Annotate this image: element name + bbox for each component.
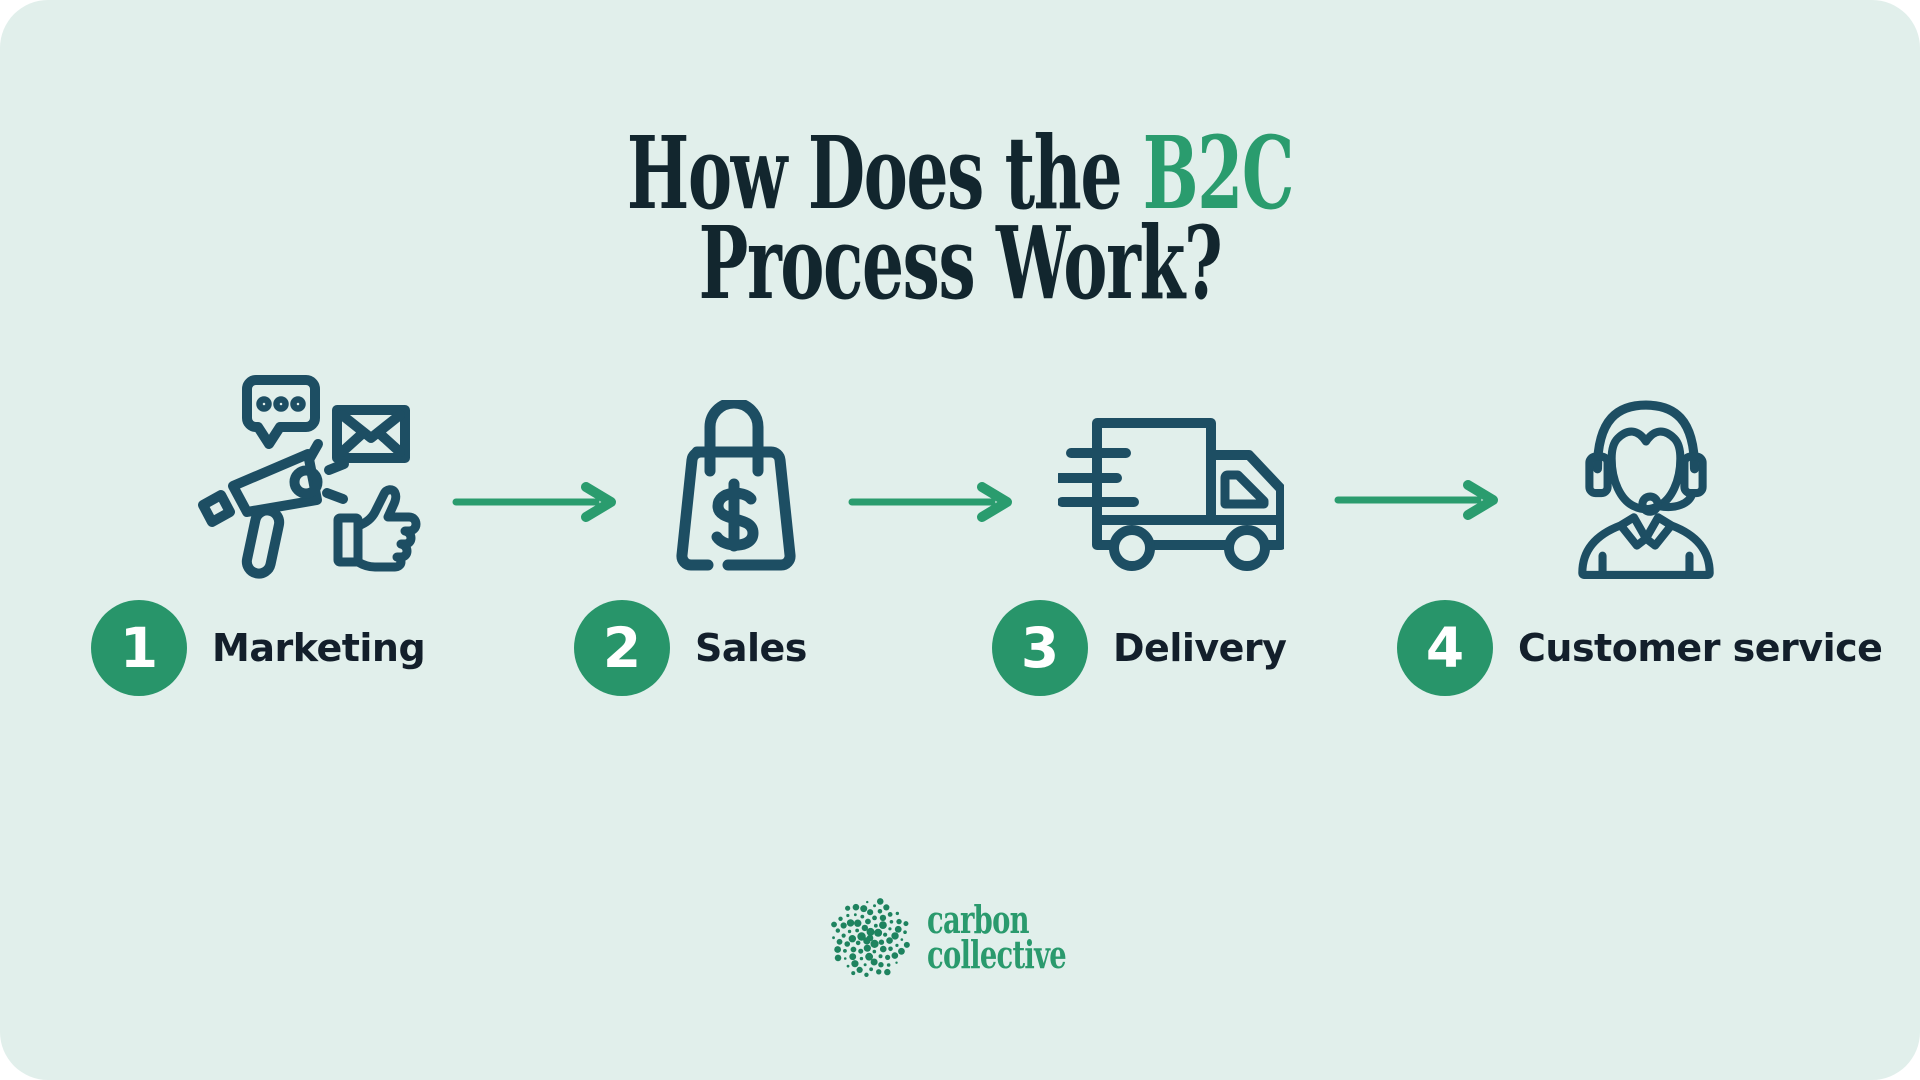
step-customer-service: 4 Customer service: [1397, 600, 1883, 696]
title-line1-text: How Does the: [626, 114, 1143, 232]
step-number: 3: [1020, 615, 1060, 680]
logo-dot-sphere-icon: [831, 898, 910, 977]
step-label: Sales: [695, 626, 807, 670]
delivery-truck-icon: [1058, 418, 1284, 571]
title-highlight-b2c: B2C: [1142, 114, 1295, 232]
step-label: Customer service: [1518, 626, 1883, 670]
step-marketing: 1 Marketing: [91, 600, 426, 696]
page-title: How Does the B2C Process Work?: [326, 123, 1593, 322]
megaphone-marketing-icon: [198, 375, 421, 579]
customer-service-headset-icon: [1578, 400, 1714, 579]
flow-arrow-icon: [1334, 480, 1498, 520]
flow-arrow-icon: [452, 482, 616, 522]
step-2-badge: 2: [574, 600, 670, 696]
carbon-collective-logo: carbon collective: [828, 896, 1120, 980]
step-label: Marketing: [212, 626, 426, 670]
step-1-badge: 1: [91, 600, 187, 696]
step-label: Delivery: [1113, 626, 1287, 670]
step-4-badge: 4: [1397, 600, 1493, 696]
step-sales: 2 Sales: [574, 600, 807, 696]
logo-word-collective: collective: [927, 932, 1067, 977]
logo-word-carbon: carbon: [927, 897, 1029, 943]
step-number: 2: [602, 615, 642, 680]
logo-wordmark: carbon collective: [927, 897, 1067, 977]
flow-arrow-icon: [848, 482, 1012, 522]
step-number: 1: [119, 615, 159, 680]
step-number: 4: [1425, 615, 1465, 680]
step-3-badge: 3: [992, 600, 1088, 696]
title-line1: How Does the B2C: [326, 123, 1593, 223]
step-delivery: 3 Delivery: [992, 600, 1287, 696]
shopping-bag-dollar-icon: [676, 400, 796, 571]
title-line2: Process Work?: [698, 204, 1223, 322]
